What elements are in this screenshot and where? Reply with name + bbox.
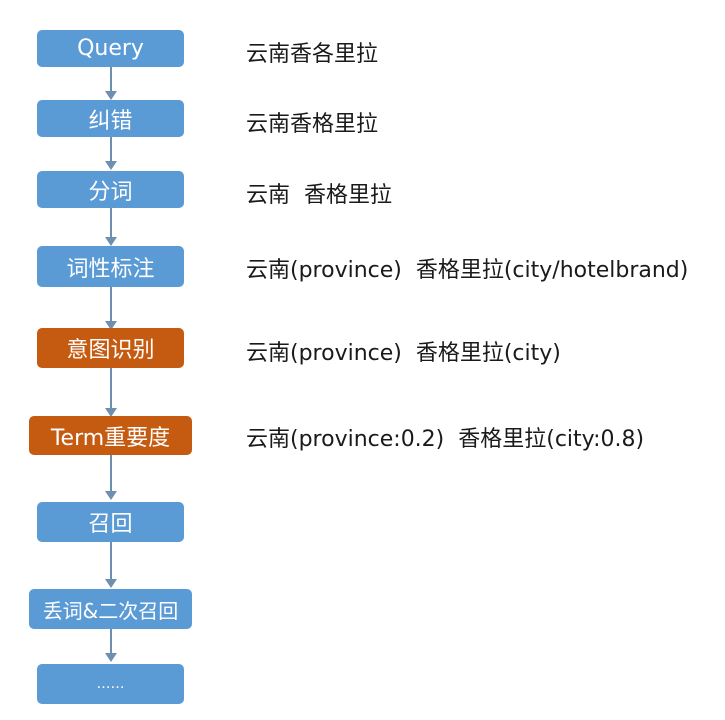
desc-pos-tagging: 云南(province) 香格里拉(city/hotelbrand) bbox=[246, 258, 689, 283]
node-pos-tagging: 词性标注 bbox=[37, 246, 184, 287]
node-label: Term重要度 bbox=[50, 425, 171, 451]
arrow-down-icon bbox=[105, 579, 117, 588]
edge-term-to-recall bbox=[110, 455, 112, 491]
node-query: Query bbox=[37, 30, 184, 67]
edge-pos-to-intent bbox=[110, 287, 112, 321]
arrow-down-icon bbox=[105, 321, 117, 330]
node-label: …… bbox=[96, 676, 125, 692]
node-term-weight: Term重要度 bbox=[29, 416, 192, 455]
node-intent-recognition: 意图识别 bbox=[37, 328, 184, 368]
desc-term-weight: 云南(province:0.2) 香格里拉(city:0.8) bbox=[246, 427, 645, 452]
arrow-down-icon bbox=[105, 653, 117, 662]
arrow-down-icon bbox=[105, 408, 117, 417]
edge-segmentation-to-pos bbox=[110, 208, 112, 237]
edge-correction-to-segmentation bbox=[110, 137, 112, 161]
arrow-down-icon bbox=[105, 237, 117, 246]
node-label: 分词 bbox=[88, 179, 133, 205]
node-segmentation: 分词 bbox=[37, 171, 184, 208]
node-drop-word-requery: 丢词&二次召回 bbox=[29, 589, 192, 629]
edge-query-to-correction bbox=[110, 67, 112, 91]
desc-intent-recognition: 云南(province) 香格里拉(city) bbox=[246, 341, 561, 366]
node-spell-correction: 纠错 bbox=[37, 100, 184, 137]
node-ellipsis: …… bbox=[37, 664, 184, 704]
arrow-down-icon bbox=[105, 161, 117, 170]
node-label: Query bbox=[77, 36, 144, 61]
arrow-down-icon bbox=[105, 491, 117, 500]
node-label: 纠错 bbox=[88, 108, 133, 134]
desc-segmentation: 云南 香格里拉 bbox=[246, 183, 392, 208]
node-label: 丢词&二次召回 bbox=[42, 598, 179, 623]
node-recall: 召回 bbox=[37, 502, 184, 542]
desc-spell-correction: 云南香格里拉 bbox=[246, 112, 379, 137]
edge-requery-to-more bbox=[110, 629, 112, 653]
node-label: 词性标注 bbox=[66, 256, 155, 282]
edge-recall-to-requery bbox=[110, 542, 112, 579]
edge-intent-to-term bbox=[110, 368, 112, 408]
desc-query: 云南香各里拉 bbox=[246, 42, 379, 67]
node-label: 意图识别 bbox=[66, 338, 155, 363]
arrow-down-icon bbox=[105, 91, 117, 100]
node-label: 召回 bbox=[88, 512, 133, 537]
